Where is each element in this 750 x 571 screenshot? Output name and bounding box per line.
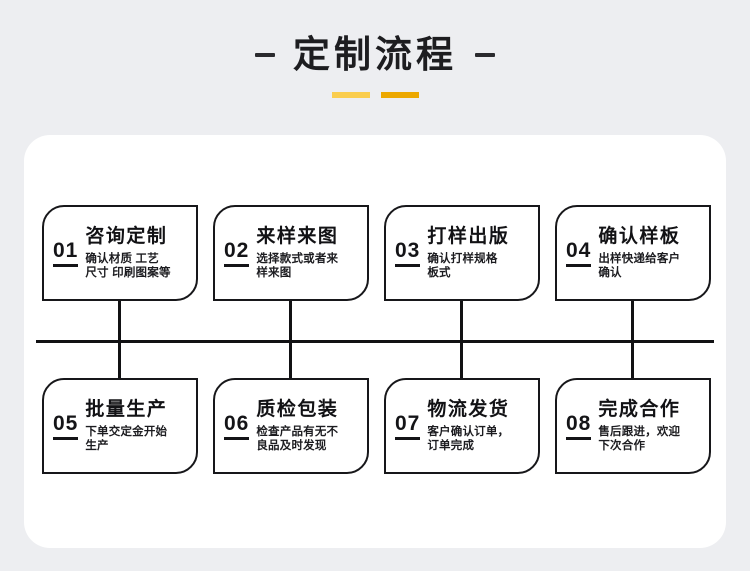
step-number: 05 [53, 413, 79, 440]
step-description-line: 样来图 [256, 266, 292, 279]
step-description-line: 尺寸 印刷图案等 [85, 266, 171, 279]
flow-connector-3 [460, 301, 463, 384]
step-description: 出样快递给客户 确认 [598, 252, 703, 281]
step-description: 售后跟进，欢迎 下次合作 [598, 425, 703, 454]
step-description-line: 售后跟进，欢迎 [598, 425, 681, 438]
flow-connector-1 [118, 301, 121, 384]
step-description-line: 选择款式或者来 [256, 252, 339, 265]
step-number: 06 [224, 413, 250, 440]
process-flow-diagram: 01 咨询定制 确认材质 工艺 尺寸 印刷图案等 02 来样来图 选择款式或者来… [24, 135, 726, 548]
title-left-dash-icon [255, 52, 275, 57]
step-description-line: 下次合作 [598, 439, 646, 452]
flow-step-card-06[interactable]: 06 质检包装 检查产品有无不 良品及时发现 [213, 378, 369, 474]
flow-step-card-02[interactable]: 02 来样来图 选择款式或者来 样来图 [213, 205, 369, 301]
flow-step-card-04[interactable]: 04 确认样板 出样快递给客户 确认 [555, 205, 711, 301]
step-description: 选择款式或者来 样来图 [256, 252, 361, 281]
step-body: 打样出版 确认打样规格 板式 [427, 226, 532, 281]
page-header: 定制流程 [0, 0, 750, 135]
page-title: 定制流程 [293, 34, 457, 75]
flow-step-card-05[interactable]: 05 批量生产 下单交定金开始 生产 [42, 378, 198, 474]
flow-step-card-08[interactable]: 08 完成合作 售后跟进，欢迎 下次合作 [555, 378, 711, 474]
step-description: 检查产品有无不 良品及时发现 [256, 425, 361, 454]
step-description-line: 出样快递给客户 [598, 252, 681, 265]
step-description-line: 确认打样规格 [427, 252, 498, 265]
flow-step-card-07[interactable]: 07 物流发货 客户确认订单， 订单完成 [384, 378, 540, 474]
step-body: 批量生产 下单交定金开始 生产 [85, 399, 190, 454]
step-body: 确认样板 出样快递给客户 确认 [598, 226, 703, 281]
step-description-line: 检查产品有无不 [256, 425, 339, 438]
step-description: 客户确认订单， 订单完成 [427, 425, 532, 454]
accent-segment-light [331, 92, 370, 98]
step-number: 04 [566, 240, 592, 267]
flow-connector-2 [289, 301, 292, 384]
step-number: 03 [395, 240, 421, 267]
step-description-line: 下单交定金开始 [85, 425, 168, 438]
step-number: 07 [395, 413, 421, 440]
step-title: 质检包装 [256, 398, 339, 420]
step-body: 物流发货 客户确认订单， 订单完成 [427, 399, 532, 454]
step-number: 08 [566, 413, 592, 440]
flow-connector-4 [631, 301, 634, 384]
flow-step-card-03[interactable]: 03 打样出版 确认打样规格 板式 [384, 205, 540, 301]
step-title: 来样来图 [256, 225, 339, 247]
step-title: 完成合作 [598, 398, 681, 420]
step-body: 咨询定制 确认材质 工艺 尺寸 印刷图案等 [85, 226, 190, 281]
flow-horizontal-spine [36, 340, 714, 343]
step-description: 下单交定金开始 生产 [85, 425, 190, 454]
accent-segment-dark [380, 92, 419, 98]
step-title: 咨询定制 [85, 225, 168, 247]
title-row: 定制流程 [255, 36, 495, 73]
step-description-line: 订单完成 [427, 439, 475, 452]
step-description-line: 客户确认订单， [427, 425, 510, 438]
step-description-line: 确认 [598, 266, 622, 279]
step-title: 打样出版 [427, 225, 510, 247]
step-title: 确认样板 [598, 225, 681, 247]
flow-step-card-01[interactable]: 01 咨询定制 确认材质 工艺 尺寸 印刷图案等 [42, 205, 198, 301]
step-body: 质检包装 检查产品有无不 良品及时发现 [256, 399, 361, 454]
step-title: 物流发货 [427, 398, 510, 420]
step-number: 02 [224, 240, 250, 267]
step-title: 批量生产 [85, 398, 168, 420]
step-number: 01 [53, 240, 79, 267]
step-description: 确认打样规格 板式 [427, 252, 532, 281]
step-description-line: 生产 [85, 439, 109, 452]
step-description-line: 确认材质 工艺 [85, 252, 159, 265]
title-accent-underline [331, 92, 419, 98]
step-description-line: 板式 [427, 266, 451, 279]
step-body: 完成合作 售后跟进，欢迎 下次合作 [598, 399, 703, 454]
step-description: 确认材质 工艺 尺寸 印刷图案等 [85, 252, 190, 281]
step-description-line: 良品及时发现 [256, 439, 327, 452]
title-right-dash-icon [475, 52, 495, 57]
step-body: 来样来图 选择款式或者来 样来图 [256, 226, 361, 281]
